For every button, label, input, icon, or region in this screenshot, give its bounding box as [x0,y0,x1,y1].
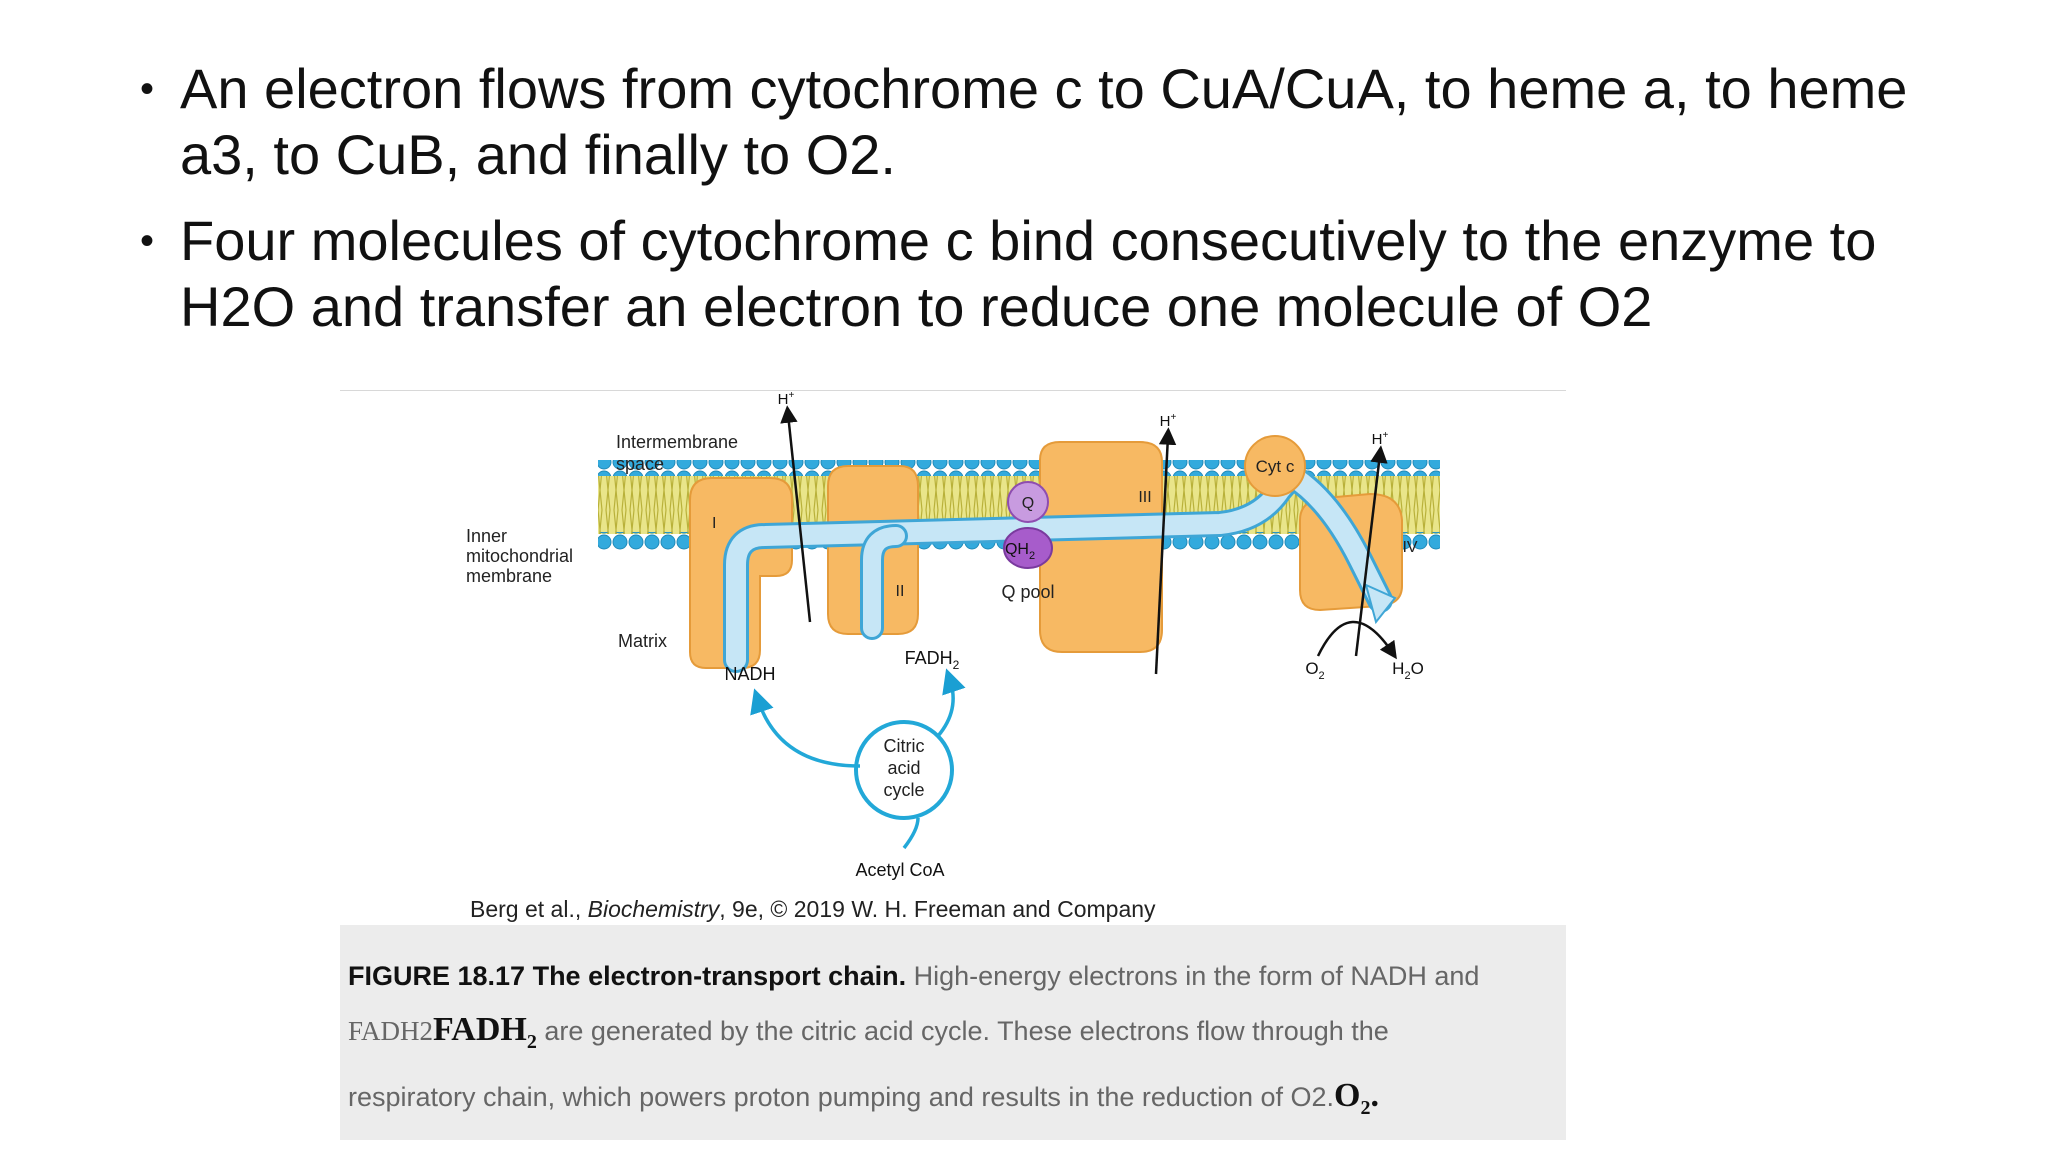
q-pool-label: Q pool [1001,582,1054,602]
q-label: Q [1022,495,1034,512]
caption-line-2: FADH2FADH2 are generated by the citric a… [348,1011,1389,1053]
complex-iii-label: III [1138,489,1151,506]
caption-line-3: respiratory chain, which powers proton p… [348,1076,1379,1119]
fadh2-formula: FADH2 [433,1011,537,1053]
caption-text: High-energy electrons in the form of NAD… [906,961,1480,991]
oxygen-reduction-arrow [1316,620,1397,660]
bullet-text: An electron flows from cytochrome c to C… [180,57,1908,186]
complex-iii-shape [1039,441,1163,653]
cycle-to-nadh-arrow [750,688,861,768]
matrix-label: Matrix [618,631,667,651]
bullet-item: • Four molecules of cytochrome c bind co… [140,208,1940,340]
q-molecule [1007,481,1049,523]
o2-formula: O2. [1334,1076,1379,1119]
bullet-list: • An electron flows from cytochrome c to… [140,56,1940,360]
figure-credit: Berg et al., Biochemistry, 9e, © 2019 W.… [470,896,1156,922]
caption-title: FIGURE 18.17 The electron-transport chai… [348,961,907,991]
nadh-label: NADH [724,664,775,684]
acetyl-coa-to-cycle [902,817,920,850]
bullet-dot: • [140,67,155,111]
h-plus-label-iii: H+ [1160,412,1177,430]
cyt-c-label: Cyt c [1256,457,1295,476]
bullet-dot: • [140,219,155,263]
caption-line-1: FIGURE 18.17 The electron-transport chai… [348,949,1556,1003]
h-plus-label-i: H+ [778,390,795,408]
fadh2-label: FADH2 [905,648,960,672]
electron-transport-diagram: Cyt c Q QH2 Q pool I II III IV Intermemb… [466,390,1440,880]
qh2-molecule [1003,527,1053,569]
o2-label: O2 [1305,659,1324,682]
acetyl-coa-label: Acetyl CoA [855,860,944,880]
figure: Cyt c Q QH2 Q pool I II III IV Intermemb… [340,390,1566,1140]
h-plus-label-iv: H+ [1372,430,1389,448]
cyt-c-shape [1244,435,1306,497]
figure-caption: FIGURE 18.17 The electron-transport chai… [340,925,1566,1140]
citric-acid-cycle [854,720,954,820]
bullet-text: Four molecules of cytochrome c bind cons… [180,209,1877,338]
h2o-label: H2O [1392,659,1424,682]
proton-arrow-i [780,405,812,623]
complex-i-label: I [712,515,716,532]
complex-iv-label: IV [1402,539,1417,556]
qh2-label: QH2 [1005,541,1035,562]
complex-ii-label: II [896,583,905,600]
proton-arrow-iii [1154,427,1177,675]
cycle-to-fadh2-arrow [936,668,966,738]
electron-path-arrowhead [1364,583,1397,625]
bullet-item: • An electron flows from cytochrome c to… [140,56,1940,188]
figure-top-rule [340,390,1566,391]
